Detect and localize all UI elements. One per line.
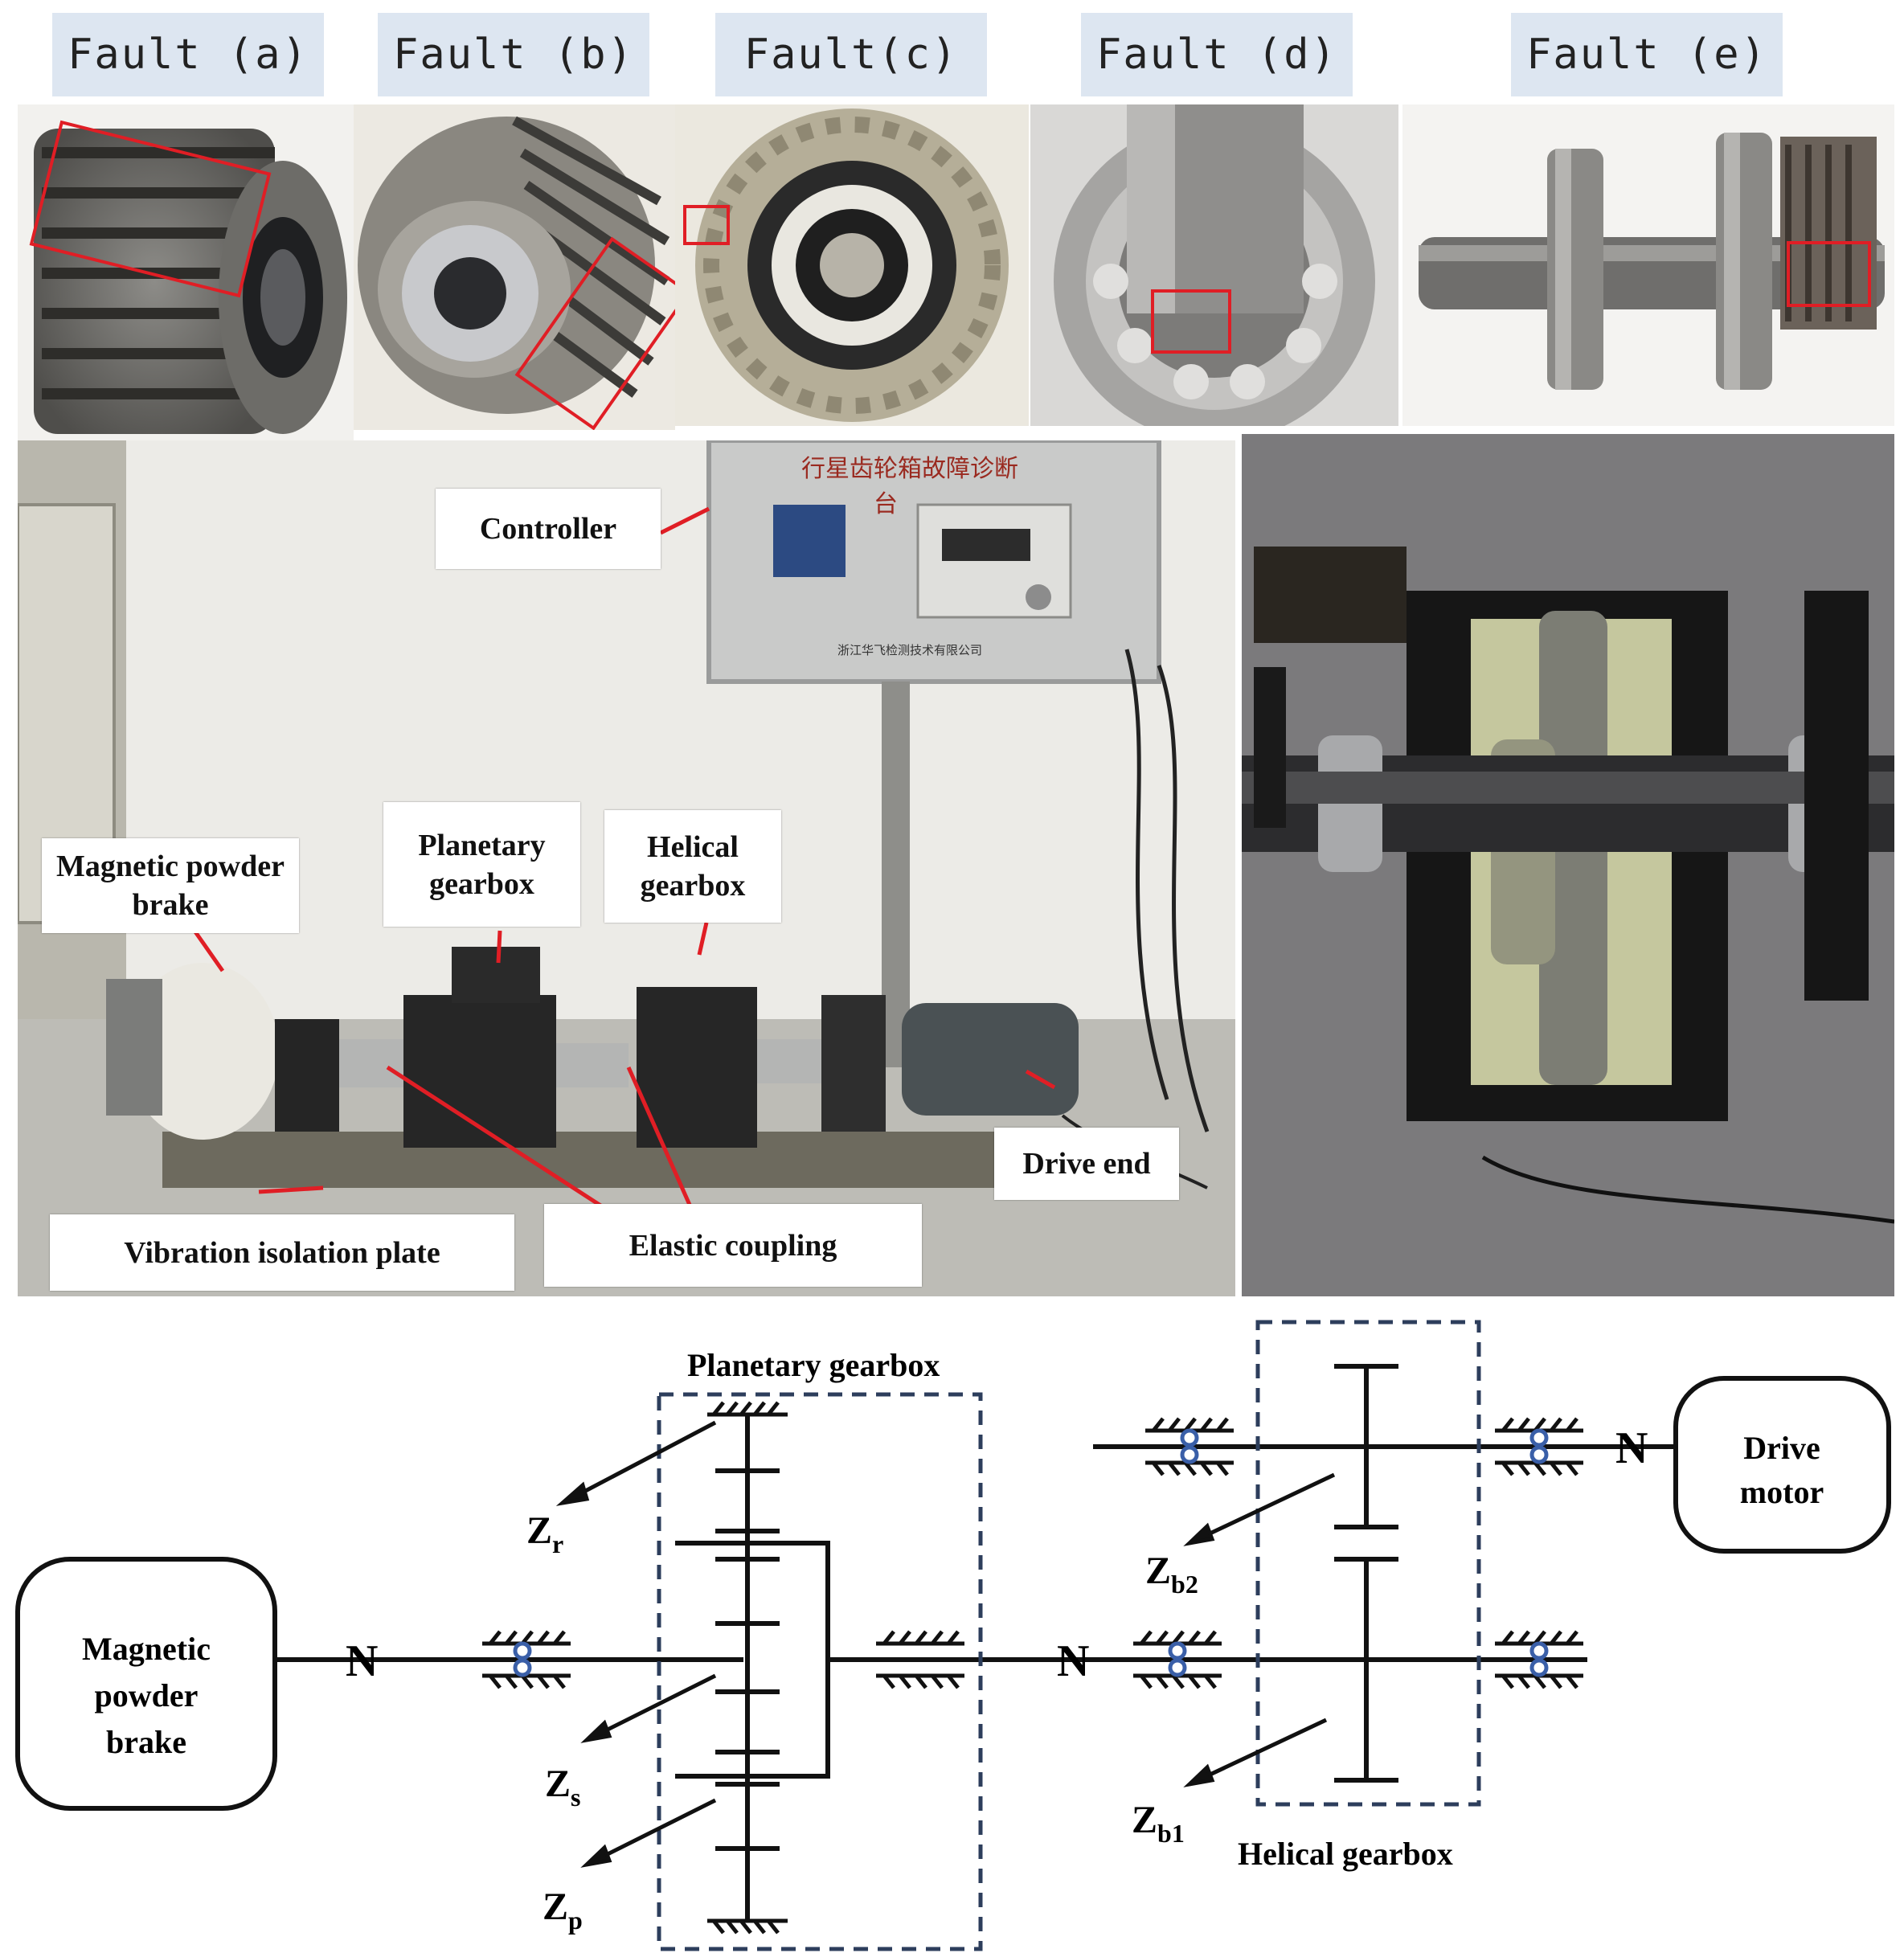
coupling-symbol-brake: N xyxy=(346,1636,378,1686)
controller-panel-text: 行星齿轮箱故障诊断台 xyxy=(801,455,1018,518)
brake-label-line-1: Magnetic xyxy=(82,1631,211,1667)
controller-company-text: 浙江华飞检测技术有限公司 xyxy=(837,643,983,657)
bearing-ball-group xyxy=(513,1428,1549,1677)
gear-symbols: Zr Zs Zp Zb2 Zb1 xyxy=(526,1509,1198,1935)
coupling-symbol-mid: N xyxy=(1057,1636,1089,1686)
callout-magnetic-powder-brake: Magnetic powder brake xyxy=(42,838,299,933)
gear-image-b xyxy=(358,116,670,414)
fault-photo-d xyxy=(1030,104,1398,426)
brake-box-shape xyxy=(15,1557,277,1811)
helical-gearbox-title: Helical gearbox xyxy=(1238,1836,1453,1872)
helical-dashed-boundary xyxy=(1255,1320,1481,1807)
fault-photo-a xyxy=(18,104,354,442)
helical-gearbox-top-illustration xyxy=(1242,434,1894,1296)
label-zs: Zs xyxy=(545,1763,580,1812)
drivetrain-schematic: Planetary gearbox Helical gearbox Magnet… xyxy=(15,1320,1891,1951)
test-rig-photo: Controller Magnetic powder brake Planeta… xyxy=(18,440,1235,1296)
planetary-dashed-boundary xyxy=(657,1392,983,1951)
fault-highlight-e xyxy=(1787,241,1871,307)
label-zp: Zp xyxy=(543,1885,583,1935)
planetary-gearbox-title: Planetary gearbox xyxy=(687,1347,940,1383)
callout-elastic-coupling: Elastic coupling xyxy=(544,1204,922,1287)
fault-label-c: Fault(c) xyxy=(715,13,987,96)
helical-gear-marks xyxy=(1334,1364,1398,1783)
planet-carrier-frame xyxy=(675,1541,830,1779)
fault-photo-e xyxy=(1402,104,1894,426)
bearing-image-d xyxy=(1054,104,1375,426)
brake-label-line-3: brake xyxy=(106,1724,186,1760)
fault-label-e: Fault (e) xyxy=(1511,13,1783,96)
coupling-symbol-motor: N xyxy=(1615,1423,1648,1473)
fault-label-d: Fault (d) xyxy=(1081,13,1353,96)
callout-drive-end: Drive end xyxy=(994,1128,1179,1200)
fault-highlight-c xyxy=(683,205,730,245)
fault-photo-b xyxy=(354,104,675,430)
fault-label-a: Fault (a) xyxy=(52,13,324,96)
motor-label-line-1: Drive xyxy=(1743,1430,1820,1466)
gear-label-arrows xyxy=(555,1420,1336,1868)
fault-highlight-d xyxy=(1151,289,1231,354)
label-zr: Zr xyxy=(526,1509,563,1558)
motor-box-shape xyxy=(1673,1376,1891,1554)
gear-image-a xyxy=(34,129,347,434)
callout-controller: Controller xyxy=(436,489,661,569)
gear-image-c xyxy=(695,108,1009,422)
helical-gearbox-top-photo xyxy=(1242,434,1894,1296)
fault-label-b: Fault (b) xyxy=(378,13,649,96)
planetary-gear-marks xyxy=(715,1468,780,1851)
callout-vibration-isolation-plate: Vibration isolation plate xyxy=(50,1214,514,1291)
label-zb2: Zb2 xyxy=(1145,1550,1198,1599)
callout-planetary-gearbox: Planetary gearbox xyxy=(383,802,580,927)
fault-photo-c xyxy=(675,104,1029,426)
shaft-image-e xyxy=(1419,133,1885,390)
callout-helical-gearbox: Helical gearbox xyxy=(604,810,781,923)
label-zb1: Zb1 xyxy=(1132,1799,1185,1848)
motor-label-line-2: motor xyxy=(1740,1474,1824,1510)
brake-label-line-2: powder xyxy=(95,1677,199,1713)
